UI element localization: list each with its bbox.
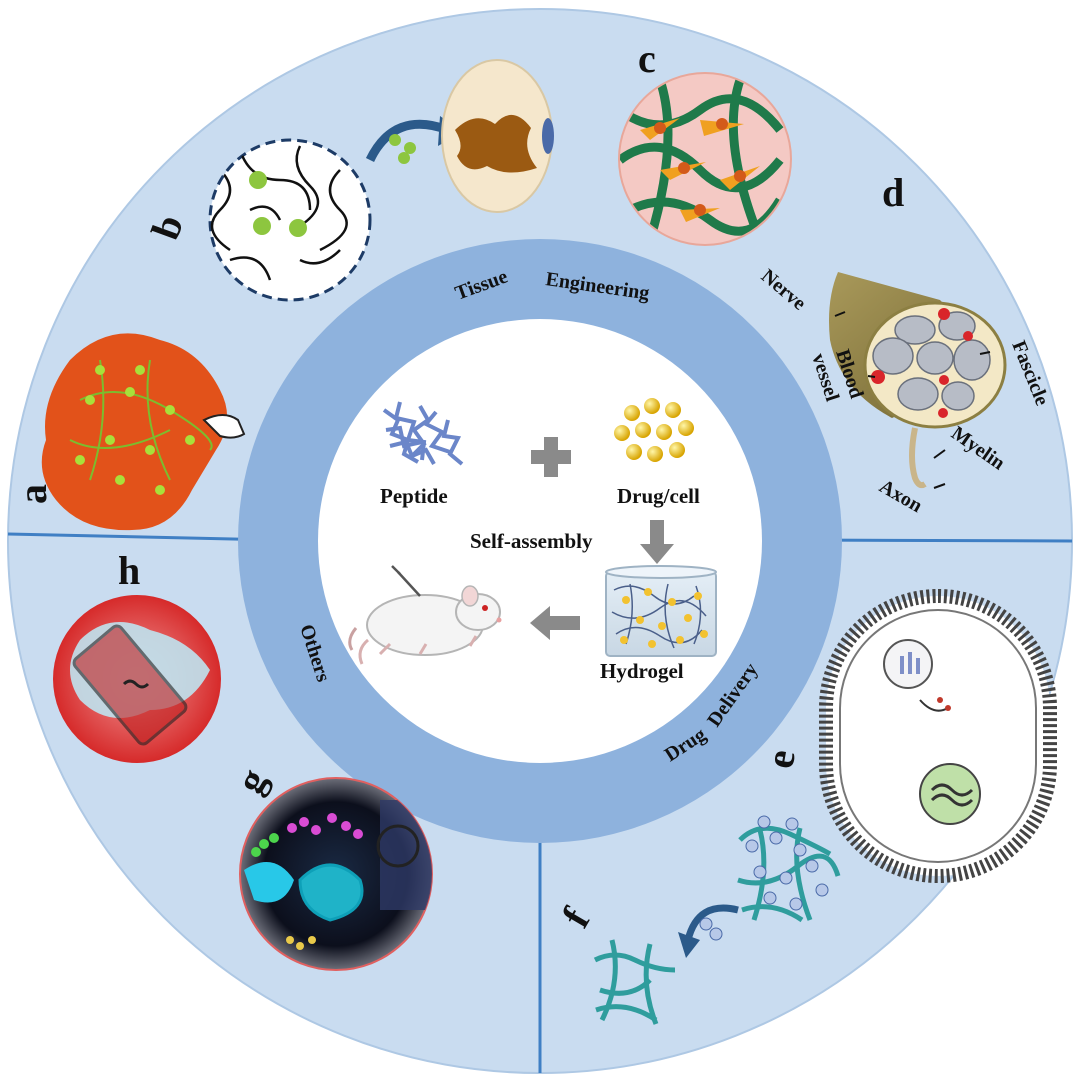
peptide-label: Peptide <box>380 484 448 508</box>
divider-right <box>799 538 1073 543</box>
panel-letter-h: h <box>118 548 140 593</box>
drug-cell-icon <box>614 398 694 462</box>
peptide-icon <box>382 401 464 466</box>
panel-e-vesicle-image <box>819 589 1057 883</box>
down-arrow-icon <box>640 520 674 564</box>
drug-cell-label: Drug/cell <box>617 484 700 508</box>
panel-letter-c: c <box>638 36 656 81</box>
hydrogel-label: Hydrogel <box>600 659 684 683</box>
panel-c-image <box>618 72 792 246</box>
left-arrow-icon <box>530 606 580 640</box>
plus-icon <box>531 437 571 477</box>
hydrogel-beaker-icon <box>605 565 717 657</box>
panel-g-image <box>239 777 433 971</box>
panel-h-image <box>53 595 221 763</box>
panel-letter-a: a <box>10 484 55 504</box>
panel-f-image <box>593 815 841 1025</box>
panel-letter-d: d <box>882 170 904 215</box>
mouse-injection-icon <box>348 565 502 665</box>
self-assembly-label: Self-assembly <box>470 529 593 553</box>
panel-b-image <box>208 59 554 302</box>
panel-d-nerve-image <box>829 272 1007 489</box>
divider-left <box>7 532 281 542</box>
panel-a-tissue-image <box>41 333 246 531</box>
